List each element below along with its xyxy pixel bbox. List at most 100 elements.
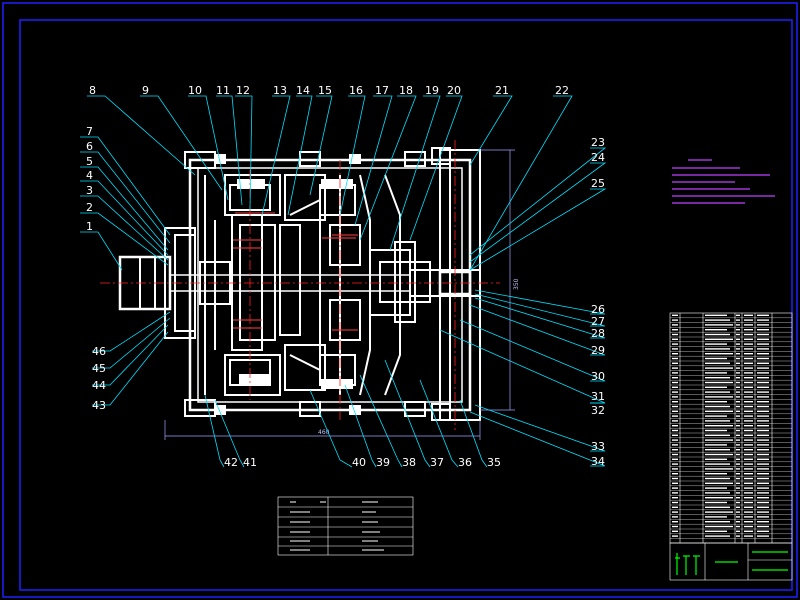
parts-list-cell-mark xyxy=(744,468,753,470)
parts-list-cell-mark xyxy=(736,444,740,446)
parts-list-cell-mark xyxy=(672,458,678,460)
callout-37: 37 xyxy=(430,456,444,469)
callout-33: 33 xyxy=(591,440,605,453)
parts-list-cell-mark xyxy=(736,343,740,345)
parts-list-cell-mark xyxy=(736,324,740,326)
parts-list-cell-mark xyxy=(672,314,678,316)
parts-list-cell-mark xyxy=(672,381,678,384)
parts-list-cell-mark xyxy=(672,444,678,446)
parts-list-cell-mark xyxy=(672,506,678,508)
parts-list-cell-mark xyxy=(744,348,753,350)
parts-list-cell-mark xyxy=(744,449,753,451)
parts-list-cell-mark xyxy=(744,367,753,369)
parts-list-cell-mark xyxy=(736,377,740,379)
parts-list-cell-mark xyxy=(744,444,753,446)
callout-24: 24 xyxy=(591,151,605,164)
parts-list-cell-mark xyxy=(672,338,678,340)
callout-44: 44 xyxy=(92,379,106,392)
parts-list-cell-mark xyxy=(744,425,753,427)
callout-12: 12 xyxy=(236,84,250,97)
parts-list-cell-mark xyxy=(757,492,769,494)
callouts-bottom: 42 41 40 39 38 37 36 35 xyxy=(224,456,501,469)
parts-list-cell-mark xyxy=(757,516,769,518)
parts-list-cell-mark xyxy=(705,401,727,403)
parts-list-cell-mark xyxy=(744,521,753,523)
parts-list-cell-mark xyxy=(672,429,678,432)
parts-list-cell-mark xyxy=(757,530,769,532)
dimension-height: 350 xyxy=(513,278,520,290)
parts-list-cell-mark xyxy=(744,324,753,326)
parts-list-cell-mark xyxy=(744,453,753,456)
parts-list-cell-mark xyxy=(744,434,753,436)
callout-5: 5 xyxy=(86,155,93,168)
callout-20: 20 xyxy=(447,84,461,97)
parts-list-cell-mark xyxy=(744,329,753,331)
parts-list-cell-mark xyxy=(736,468,740,470)
parts-list-cell-mark xyxy=(705,482,733,484)
parts-list-cell-mark xyxy=(744,314,753,316)
parts-list-cell-mark xyxy=(736,497,740,499)
parts-list-cell-mark xyxy=(757,333,769,336)
parts-list-cell-mark xyxy=(672,521,678,523)
parts-list-cell-mark xyxy=(744,506,753,508)
parts-list-cell-mark xyxy=(672,525,678,528)
callout-19: 19 xyxy=(425,84,439,97)
callout-31: 31 xyxy=(591,390,605,403)
callout-45: 45 xyxy=(92,362,106,375)
parts-list-cell-mark xyxy=(757,501,769,504)
parts-list-cell-mark xyxy=(736,473,740,475)
callout-16: 16 xyxy=(349,84,363,97)
parts-list-cell-mark xyxy=(705,357,727,360)
parts-list-cell-mark xyxy=(757,324,769,326)
parts-list-cell-mark xyxy=(705,329,727,331)
parts-list-cell-mark xyxy=(757,319,769,321)
parts-list-cell-mark xyxy=(705,391,730,393)
parts-list-cell-mark xyxy=(705,468,733,470)
technical-notes xyxy=(672,159,775,204)
parts-list-cell-mark xyxy=(757,487,769,489)
parts-list-cell-mark xyxy=(736,506,740,508)
callout-30: 30 xyxy=(591,370,605,383)
spec-table xyxy=(277,496,414,556)
parts-list-cell-mark xyxy=(736,525,740,528)
parts-list-cell-mark xyxy=(757,425,769,427)
parts-list-cell-mark xyxy=(705,487,727,489)
parts-list-cell-mark xyxy=(744,420,753,422)
parts-list-cell-mark xyxy=(736,439,740,441)
parts-list-cell-mark xyxy=(705,492,730,494)
parts-list-cell-mark xyxy=(705,396,733,398)
parts-list-cell-mark xyxy=(672,367,678,369)
callout-36: 36 xyxy=(458,456,472,469)
parts-list-cell-mark xyxy=(705,477,730,480)
parts-list-cell-mark xyxy=(672,362,678,364)
parts-list-cell-mark xyxy=(736,401,740,403)
parts-list-cell-mark xyxy=(744,362,753,364)
parts-list-cell-mark xyxy=(672,415,678,417)
parts-list-rows xyxy=(670,317,792,539)
parts-list-cell-mark xyxy=(672,516,678,518)
parts-list-cell-mark xyxy=(757,329,769,331)
parts-list-cell-mark xyxy=(705,381,733,384)
parts-list-cell-mark xyxy=(672,425,678,427)
parts-list-cell-mark xyxy=(736,492,740,494)
parts-list-cell-mark xyxy=(672,420,678,422)
parts-list-cell-mark xyxy=(736,319,740,321)
parts-list-cell-mark xyxy=(736,314,740,316)
parts-list-cell-mark xyxy=(736,535,740,537)
parts-list-cell-mark xyxy=(757,439,769,441)
parts-list-cell-mark xyxy=(736,353,740,355)
gear-teeth-marks xyxy=(233,212,358,331)
parts-list-cell-mark xyxy=(744,405,753,408)
title-block xyxy=(669,542,793,581)
parts-list-cell-mark xyxy=(736,410,740,412)
callout-41: 41 xyxy=(243,456,257,469)
parts-list-cell-mark xyxy=(736,386,740,388)
callouts-lower-left: 46 45 44 43 xyxy=(92,345,106,412)
parts-list-cell-mark xyxy=(705,497,733,499)
parts-list-cell-mark xyxy=(744,386,753,388)
parts-list-cell-mark xyxy=(736,391,740,393)
parts-list-cell-mark xyxy=(672,396,678,398)
parts-list-cell-mark xyxy=(744,415,753,417)
parts-list-cell-mark xyxy=(672,333,678,336)
